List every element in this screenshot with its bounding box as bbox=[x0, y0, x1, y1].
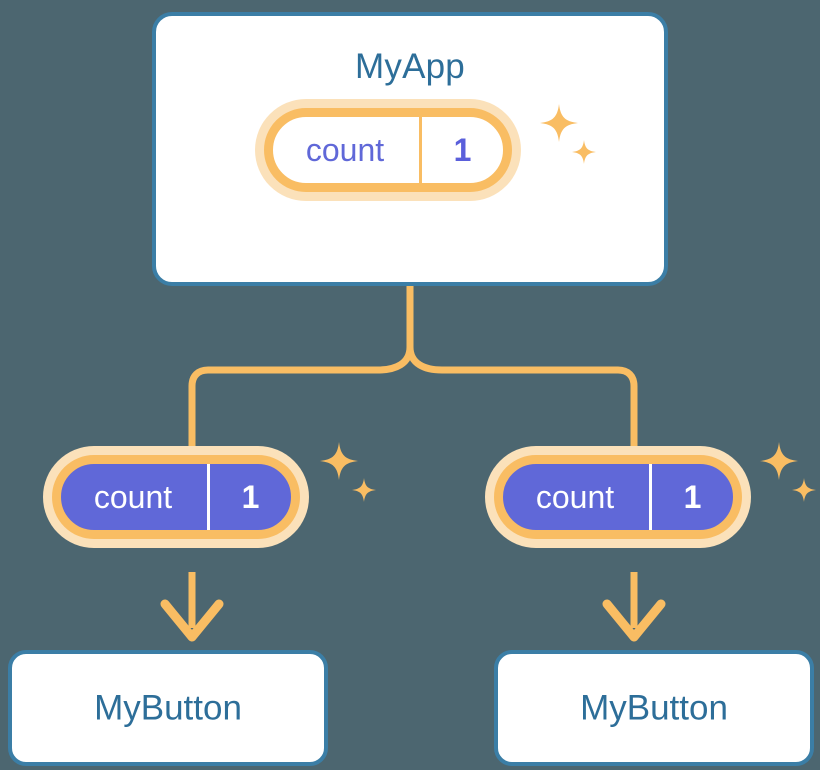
component-card-mybutton-left[interactable]: MyButton bbox=[8, 650, 328, 766]
component-card-label: MyButton bbox=[580, 688, 728, 728]
connector-bus-right bbox=[406, 346, 638, 455]
state-pill-myapp[interactable]: count 1 bbox=[264, 108, 512, 192]
arrow-head-right bbox=[602, 599, 666, 642]
state-pill-left[interactable]: count 1 bbox=[52, 455, 300, 539]
state-pill-value: 1 bbox=[649, 464, 733, 530]
state-pill-key: count bbox=[93, 479, 173, 515]
state-pill-myapp-wrapper[interactable]: count 1 bbox=[264, 108, 512, 192]
state-pill-right-wrapper[interactable]: count 1 bbox=[494, 455, 742, 539]
state-pill-value: 1 bbox=[207, 464, 291, 530]
arrow-head-left bbox=[160, 599, 224, 642]
state-pill-left-wrapper[interactable]: count 1 bbox=[52, 455, 300, 539]
connector-bus-left bbox=[188, 346, 414, 455]
state-pill-key: count bbox=[305, 132, 385, 168]
component-card-label: MyButton bbox=[94, 688, 242, 728]
arrow-group bbox=[160, 572, 666, 642]
component-card-mybutton-right[interactable]: MyButton bbox=[494, 650, 814, 766]
state-pill-key: count bbox=[535, 479, 615, 515]
state-pill-value: 1 bbox=[419, 117, 503, 183]
page-title: MyApp bbox=[355, 47, 465, 86]
state-pill-right[interactable]: count 1 bbox=[494, 455, 742, 539]
